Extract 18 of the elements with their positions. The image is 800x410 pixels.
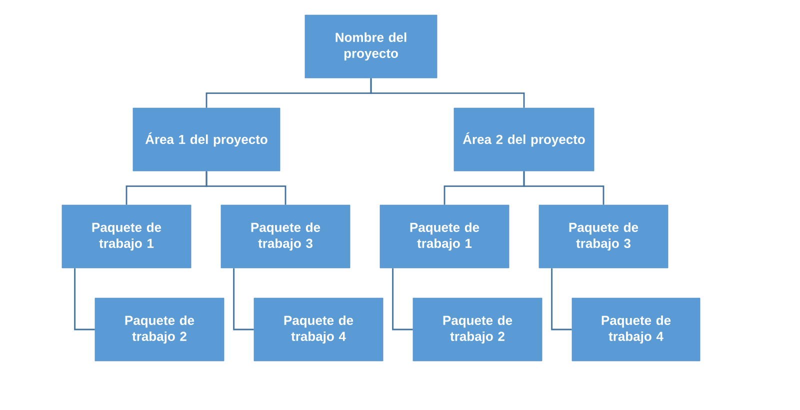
connector-line [206,171,286,205]
process-box: Paquete de trabajo 4 [572,298,700,362]
connector-line [551,268,572,330]
connector-line [370,78,525,108]
process-box: Área 1 del proyecto [132,108,280,172]
process-box: Nombre del proyecto [304,14,438,78]
process-box: Paquete de trabajo 2 [94,298,224,362]
process-box: Paquete de trabajo 4 [254,298,384,362]
process-box: Paquete de trabajo 1 [380,204,510,268]
process-box: Paquete de trabajo 3 [538,204,668,268]
connector-line [523,171,604,205]
process-box: Área 2 del proyecto [454,108,594,172]
process-box: Paquete de trabajo 1 [62,204,192,268]
connector-line [74,268,95,330]
connector-line [233,268,254,330]
process-box: Paquete de trabajo 3 [220,204,350,268]
connector-line [392,268,413,330]
process-box: Paquete de trabajo 2 [412,298,542,362]
